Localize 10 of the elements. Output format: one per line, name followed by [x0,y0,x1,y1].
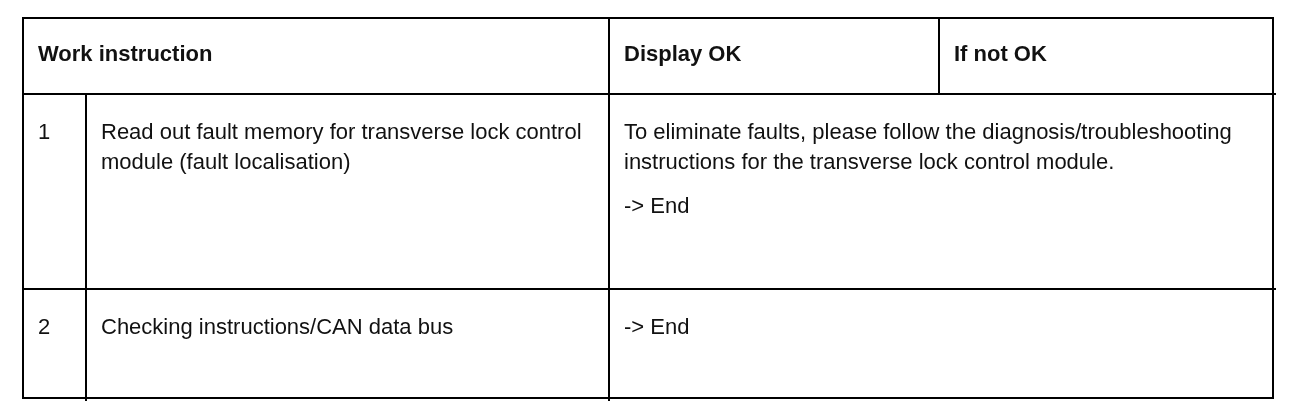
column-header: Work instruction [38,40,213,68]
column-header: If not OK [954,40,1047,68]
table-cell-text: -> End [624,313,690,341]
table-cell-text: 1 [38,118,51,146]
table-cell-text: To eliminate faults, please follow the diagnosis/troubleshooting instructions for the transverse lock control module. [624,118,1233,176]
table-cell-text: Read out fault memory for transverse lock control module (fault localisation) [101,118,583,176]
table-cell-text: Checking instructions/CAN data bus [101,313,454,341]
table-cell-text: 2 [38,313,51,341]
table-cell-text: -> End [624,192,690,220]
column-header: Display OK [624,40,742,68]
